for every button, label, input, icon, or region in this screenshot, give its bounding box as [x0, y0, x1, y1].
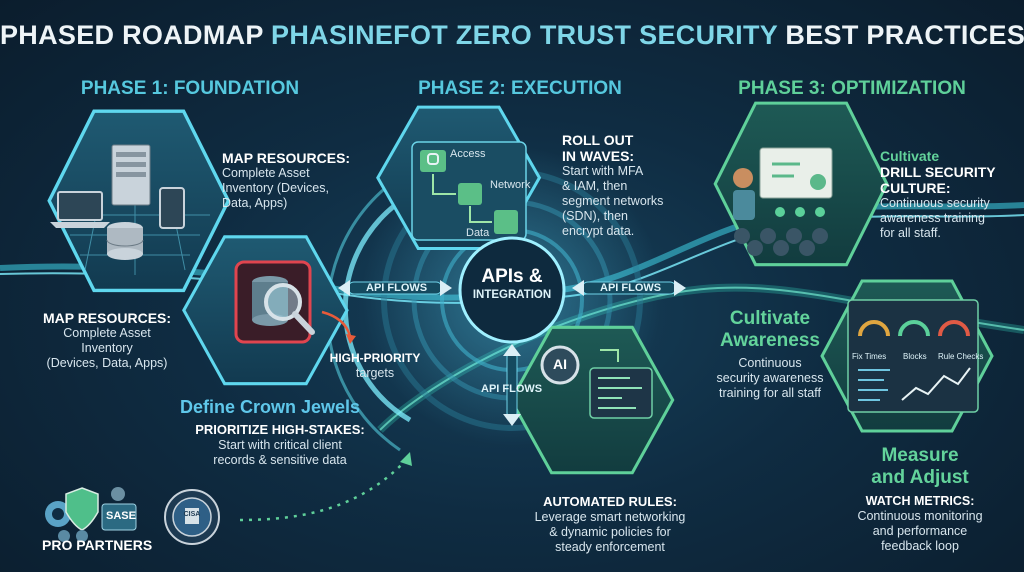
phase3-title: PHASE 3: OPTIMIZATION — [738, 78, 966, 99]
title-part-2: PHASINEFOT ZERO TRUST SECURITY — [271, 20, 778, 50]
ai-gear-icon: AI — [553, 356, 567, 372]
diagram-network-label: Network — [490, 179, 531, 191]
phase2-title: PHASE 2: EXECUTION — [418, 78, 622, 99]
watch-metrics-line: and performance — [872, 524, 968, 538]
measure-and-adjust: Measure and Adjust WATCH METRICS: Contin… — [830, 445, 1010, 554]
title-part-3: BEST PRACTICES — [785, 20, 1024, 50]
prioritize-line: Start with critical client — [218, 438, 342, 452]
phase1-map-resources-left: MAP RESOURCES: Complete Asset Inventory … — [28, 310, 186, 371]
api-hub-label: APIs & INTEGRATION — [460, 266, 564, 302]
diagram-data-label: Data — [466, 227, 490, 239]
title-part-1: PHASED ROADMAP — [0, 20, 264, 50]
automated-rules-line: & dynamic policies for — [549, 525, 671, 539]
prioritize-line: records & sensitive data — [213, 453, 347, 467]
culture-pre-label: Cultivate — [880, 148, 940, 164]
gauge-rule-checks-label: Rule Checks — [938, 352, 984, 361]
high-priority-label: HIGH-PRIORITY targets — [320, 350, 430, 381]
automated-rules-line: steady enforcement — [555, 540, 665, 554]
map-resources-line: (Devices, Data, Apps) — [46, 356, 168, 370]
high-priority-heading: HIGH-PRIORITY — [329, 351, 421, 365]
cisa-seal-logo — [164, 489, 220, 545]
phase1-map-resources-top: MAP RESOURCES: Complete Asset Inventory … — [222, 150, 352, 211]
define-crown-jewels: Define Crown Jewels — [179, 397, 361, 417]
phase2-hex-ai — [509, 325, 675, 475]
roll-out-in-waves: ROLL OUT IN WAVES: Start with MFA & IAM,… — [562, 132, 692, 239]
phase1-hex-devices — [47, 109, 231, 293]
gauge-blocks-label: Blocks — [903, 352, 927, 361]
culture-line: for all staff. — [880, 226, 941, 240]
map-resources-line: Complete Asset — [63, 326, 151, 340]
roll-out-line: & IAM, then — [562, 179, 628, 193]
watch-metrics-line: feedback loop — [881, 539, 959, 553]
map-resources-heading: MAP RESOURCES: — [222, 150, 351, 166]
roll-out-line: Start with MFA — [562, 164, 644, 178]
roll-out-line: segment networks — [562, 194, 664, 208]
api-hub-circle — [458, 236, 566, 344]
map-resources-line: Inventory (Devices, — [222, 181, 329, 195]
diagram-access-label: Access — [450, 148, 486, 160]
api-flows-right-label: API FLOWS — [600, 282, 662, 294]
phase3-hex-culture — [713, 101, 889, 267]
roll-out-heading: IN WAVES: — [562, 148, 635, 164]
culture-heading: DRILL SECURITY — [880, 164, 996, 180]
roll-out-heading: ROLL OUT — [562, 132, 634, 148]
awareness-title: Cultivate — [729, 308, 811, 329]
culture-line: awareness training — [880, 211, 985, 225]
gauge-fix-times-label: Fix Times — [852, 352, 887, 361]
awareness-line: training for all staff — [719, 386, 821, 400]
api-flows-left-label: API FLOWS — [366, 282, 428, 294]
map-resources-line: Inventory — [81, 341, 133, 355]
watch-metrics-line: Continuous monitoring — [857, 509, 983, 523]
pro-partners-label: PRO PARTNERS — [42, 537, 153, 553]
api-hub-title: APIs & — [481, 266, 543, 287]
prioritize-heading: PRIORITIZE HIGH-STAKES: — [195, 422, 365, 437]
drill-security-culture: Cultivate DRILL SECURITY CULTURE: Contin… — [880, 148, 1020, 241]
awareness-line: security awareness — [716, 371, 824, 385]
measure-title: Measure — [881, 445, 959, 466]
prioritize-high-stakes: PRIORITIZE HIGH-STAKES: Start with criti… — [160, 422, 400, 468]
phase1-title: PHASE 1: FOUNDATION — [80, 78, 300, 99]
api-flows-bottom-label: API FLOWS — [481, 383, 543, 395]
culture-heading: CULTURE: — [880, 180, 951, 196]
automated-rules: AUTOMATED RULES: Leverage smart networki… — [510, 494, 710, 555]
sase-badge: SASE — [106, 510, 136, 522]
automated-rules-heading: AUTOMATED RULES: — [543, 494, 677, 509]
pro-partners-logo — [45, 487, 137, 542]
seal-text: CISA — [183, 511, 201, 518]
roll-out-line: (SDN), then — [562, 209, 628, 223]
cultivate-awareness: Cultivate Awareness Continuous security … — [700, 308, 840, 401]
map-resources-line: Complete Asset — [222, 166, 310, 180]
phase3-hex-dashboard — [820, 279, 994, 433]
measure-title: and Adjust — [871, 467, 969, 488]
watch-metrics-heading: WATCH METRICS: — [865, 494, 975, 508]
map-resources-heading: MAP RESOURCES: — [42, 310, 172, 326]
roll-out-line: encrypt data. — [562, 224, 635, 238]
api-hub-subtitle: INTEGRATION — [472, 289, 552, 301]
awareness-line: Continuous — [738, 356, 802, 370]
culture-line: Continuous security — [880, 196, 990, 210]
map-resources-line: Data, Apps) — [222, 196, 288, 210]
automated-rules-line: Leverage smart networking — [534, 510, 686, 524]
phase2-hex-access — [376, 105, 542, 251]
phase1-hex-crown — [182, 235, 356, 386]
api-flow-arrows — [338, 280, 686, 426]
page-title: PHASED ROADMAP PHASINEFOT ZERO TRUST SEC… — [0, 20, 1024, 51]
awareness-title: Awareness — [720, 330, 820, 351]
high-priority-body: targets — [355, 366, 395, 380]
